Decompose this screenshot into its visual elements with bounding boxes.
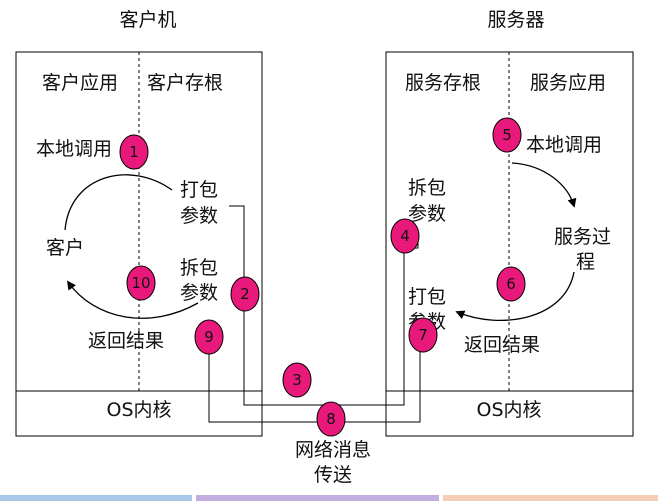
request-path-line <box>229 205 405 406</box>
client-pack-params-2: 参数 <box>180 205 218 227</box>
svg-text:5: 5 <box>502 126 512 144</box>
server-return-arc <box>455 271 575 322</box>
server-return-result: 返回结果 <box>464 334 540 356</box>
client-unpack-params-2: 参数 <box>180 282 218 304</box>
client-os-kernel: OS内核 <box>106 399 171 421</box>
client-label: 客户 <box>46 237 84 259</box>
bottom-bar-segment-3 <box>443 495 658 501</box>
server-app-label: 服务应用 <box>530 72 606 94</box>
step-marker-3: 3 <box>282 362 312 398</box>
server-service-process-2: 程 <box>576 251 595 273</box>
server-stub-label: 服务存根 <box>405 72 481 94</box>
svg-text:3: 3 <box>292 371 302 389</box>
bottom-bar-segment-1 <box>0 495 192 501</box>
step-marker-8: 8 <box>316 401 346 437</box>
svg-text:9: 9 <box>204 328 214 346</box>
client-return-arc <box>66 280 199 319</box>
server-unpack-params-1: 拆包 <box>408 177 446 199</box>
svg-text:8: 8 <box>326 410 336 428</box>
client-stub-label: 客户存根 <box>147 72 223 94</box>
step-marker-6: 6 <box>496 266 526 302</box>
server-unpack-params-2: 参数 <box>408 203 446 225</box>
client-unpack-params-1: 拆包 <box>180 257 218 279</box>
client-app-label: 客户应用 <box>42 72 118 94</box>
step-marker-5: 5 <box>492 117 522 153</box>
network-label-2: 传送 <box>314 464 352 486</box>
server-title: 服务器 <box>487 9 544 31</box>
client-pack-params-1: 打包 <box>180 179 218 201</box>
server-pack-params-1: 打包 <box>408 286 446 308</box>
server-os-kernel: OS内核 <box>476 399 541 421</box>
client-title: 客户机 <box>119 9 176 31</box>
network-label-1: 网络消息 <box>295 439 371 461</box>
svg-text:1: 1 <box>129 143 139 161</box>
step-marker-10: 10 <box>126 265 156 301</box>
server-local-call: 本地调用 <box>526 134 602 156</box>
client-return-result: 返回结果 <box>88 330 164 352</box>
step-marker-9: 9 <box>194 319 224 355</box>
client-local-call: 本地调用 <box>36 138 112 160</box>
reply-path-line <box>208 350 421 423</box>
svg-text:2: 2 <box>240 285 250 303</box>
step-marker-1: 1 <box>119 134 149 170</box>
step-marker-2: 2 <box>230 276 260 312</box>
svg-text:4: 4 <box>400 227 410 245</box>
server-call-arc <box>511 162 577 208</box>
svg-text:6: 6 <box>506 275 516 293</box>
svg-text:7: 7 <box>418 326 428 344</box>
svg-text:10: 10 <box>131 274 150 292</box>
step-marker-4: 4 <box>390 218 420 254</box>
client-call-arc <box>64 174 173 231</box>
server-service-process-1: 服务过 <box>554 226 611 248</box>
step-marker-7: 7 <box>408 317 438 353</box>
bottom-bar-segment-2 <box>196 495 439 501</box>
